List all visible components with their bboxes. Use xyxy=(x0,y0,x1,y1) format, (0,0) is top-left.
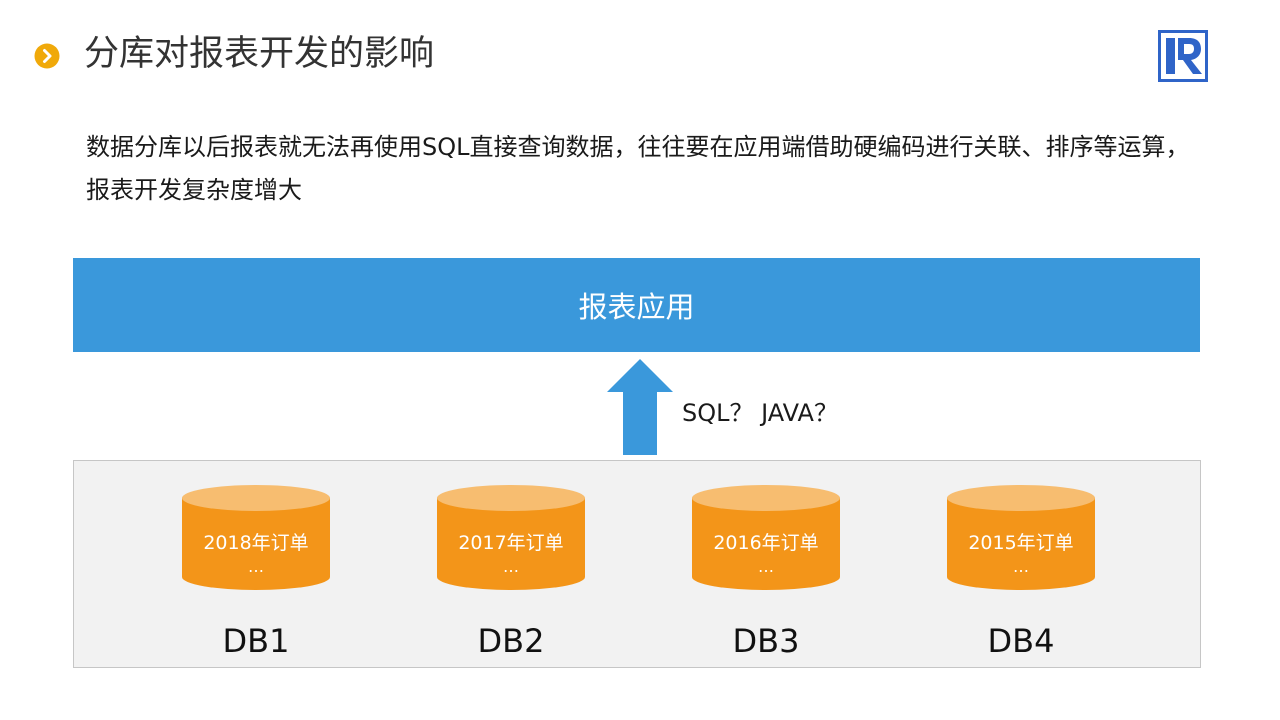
r-logo-icon xyxy=(1158,30,1208,82)
database-content: 2017年订单 xyxy=(458,532,564,554)
database-more: … xyxy=(503,557,519,576)
database-cylinder-icon xyxy=(437,485,585,590)
report-app-bar: 报表应用 xyxy=(73,258,1200,352)
report-app-label: 报表应用 xyxy=(578,290,695,324)
database-label: DB4 xyxy=(987,622,1055,660)
database-more: … xyxy=(1013,557,1029,576)
database-content: 2018年订单 xyxy=(203,532,309,554)
database-content: 2015年订单 xyxy=(968,532,1074,554)
database-panel: 2018年订单 … DB1 2017年订单 … DB2 2016年订单 … DB… xyxy=(73,460,1201,668)
database-content: 2016年订单 xyxy=(713,532,819,554)
page-title: 分库对报表开发的影响 xyxy=(84,34,435,74)
database-cylinder-icon xyxy=(947,485,1095,590)
intro-text: 数据分库以后报表就无法再使用SQL直接查询数据，往往要在应用端借助硬编码进行关联… xyxy=(86,133,1190,204)
up-arrow-icon xyxy=(607,359,673,455)
database-label: DB2 xyxy=(477,622,545,660)
database-more: … xyxy=(248,557,264,576)
database-label: DB1 xyxy=(222,622,290,660)
database-label: DB3 xyxy=(732,622,800,660)
database-cylinder-icon xyxy=(692,485,840,590)
database-more: … xyxy=(758,557,774,576)
chevron-right-bullet-icon xyxy=(34,43,60,69)
database-cylinder-icon xyxy=(182,485,330,590)
query-method-label: SQL？ JAVA？ xyxy=(682,399,838,427)
